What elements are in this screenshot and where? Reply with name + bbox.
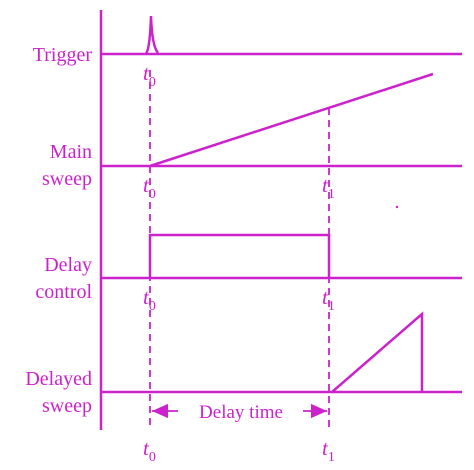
delay-control-pulse [148,233,331,278]
t0-label-bottom: t0 [143,436,156,465]
delayed-sweep-label-line1: Delayed [25,368,92,390]
delay-control-label-line1: Delay [44,254,92,276]
delay-control-label-line2: control [35,281,92,303]
stray-dot [395,205,399,209]
t0-label-main-sweep: t0 [143,173,156,202]
t1-label-delay-control: t1 [322,285,335,314]
trigger-spike [144,15,160,55]
t0-label-delay-control: t0 [143,285,156,314]
main-sweep-ramp [149,72,434,168]
main-sweep-label-line2: sweep [42,168,92,190]
t1-label-bottom: t1 [322,436,335,465]
trigger-label: Trigger [33,44,93,66]
main-sweep-label-line1: Main [50,141,92,163]
delay-time-label: Delay time [199,402,283,423]
delayed-sweep-ramp [331,311,424,393]
t0-label-trigger: t0 [143,61,156,90]
delayed-sweep-label-line2: sweep [42,395,92,417]
t1-label-main-sweep: t1 [322,173,335,202]
